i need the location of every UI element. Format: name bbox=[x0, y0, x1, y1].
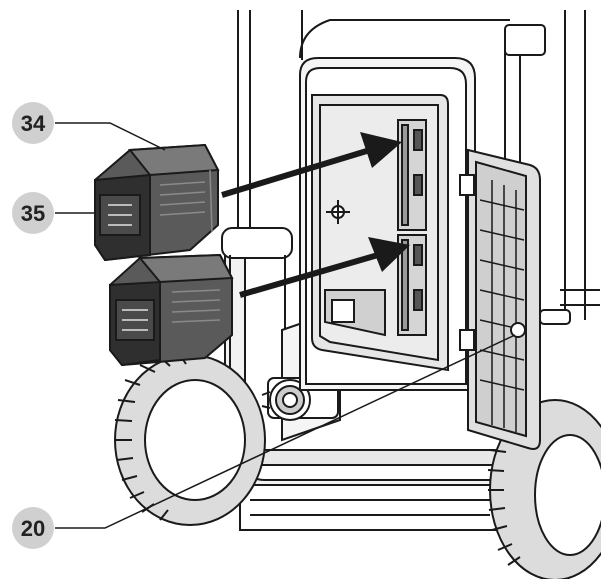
callout-20-label: 20 bbox=[21, 516, 45, 541]
battery-pack-upper bbox=[94, 143, 220, 262]
arrow-lower-battery bbox=[239, 237, 410, 298]
callout-20: 20 bbox=[12, 507, 54, 549]
callout-35: 35 bbox=[12, 192, 54, 234]
left-wheel bbox=[114, 354, 266, 526]
callout-34: 34 bbox=[12, 102, 54, 144]
callout-34-label: 34 bbox=[21, 111, 46, 136]
battery-pack-lower bbox=[109, 253, 234, 367]
battery-compartment bbox=[299, 57, 476, 391]
insertion-arrows bbox=[221, 132, 410, 298]
control-knob bbox=[261, 377, 339, 421]
compartment-door bbox=[459, 148, 571, 450]
leader-lines bbox=[55, 122, 516, 529]
callout-35-label: 35 bbox=[21, 201, 45, 226]
arrow-upper-battery bbox=[221, 132, 402, 198]
